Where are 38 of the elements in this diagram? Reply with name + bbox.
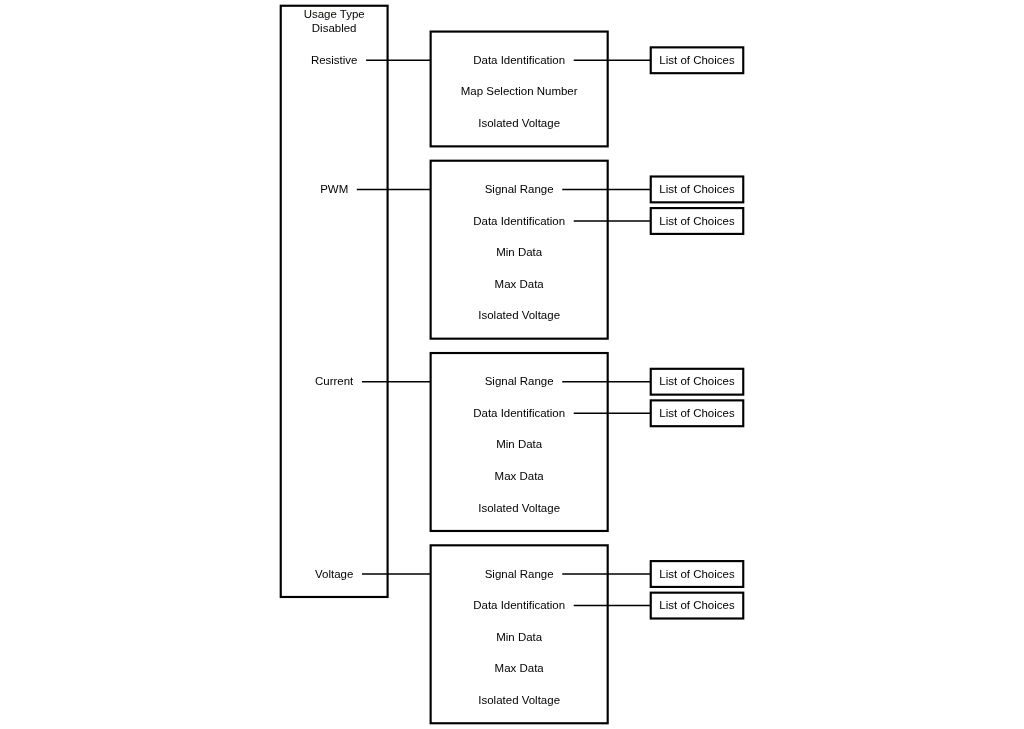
node-text: Max Data	[494, 662, 544, 675]
node-text: Isolated Voltage	[478, 501, 561, 514]
node-text: Isolated Voltage	[478, 693, 561, 707]
cluster	[429, 351, 609, 533]
node-text: Isolated Voltage	[478, 309, 561, 322]
node-text: Max Data	[494, 469, 544, 483]
node-text: Min Data	[496, 630, 543, 643]
connector	[361, 573, 432, 575]
node-text: Voltage	[315, 567, 354, 580]
node-box: List of Choices	[649, 175, 745, 204]
node-text: Data Identification	[473, 599, 566, 612]
node-box: List of Choices	[649, 399, 745, 428]
node-text: Current	[315, 375, 354, 388]
node-text: Map Selection Number	[460, 85, 578, 98]
node-text: Disabled	[311, 22, 357, 35]
connector	[361, 381, 432, 383]
node-box: List of Choices	[649, 46, 745, 75]
node-text: Signal Range	[484, 375, 554, 388]
node-text: Isolated Voltage	[478, 116, 561, 130]
node-box: List of Choices	[649, 367, 745, 396]
node-text: Data Identification	[473, 406, 566, 420]
node-text: Data Identification	[473, 53, 566, 67]
cluster	[429, 30, 609, 148]
node-text: Min Data	[496, 246, 543, 259]
node-text: Signal Range	[484, 182, 554, 196]
node-text: PWM	[320, 182, 349, 196]
node-text: Max Data	[494, 277, 544, 290]
connector	[365, 59, 432, 61]
cluster	[429, 544, 609, 725]
node-text: Signal Range	[484, 567, 554, 580]
cluster	[429, 159, 609, 340]
node-text: Data Identification	[473, 214, 566, 227]
node-box: List of Choices	[649, 560, 745, 588]
node-box: List of Choices	[649, 207, 745, 235]
node-text: Min Data	[496, 438, 543, 451]
connector	[356, 188, 432, 191]
node-text: Resistive	[310, 53, 358, 67]
node-box: List of Choices	[649, 591, 745, 620]
